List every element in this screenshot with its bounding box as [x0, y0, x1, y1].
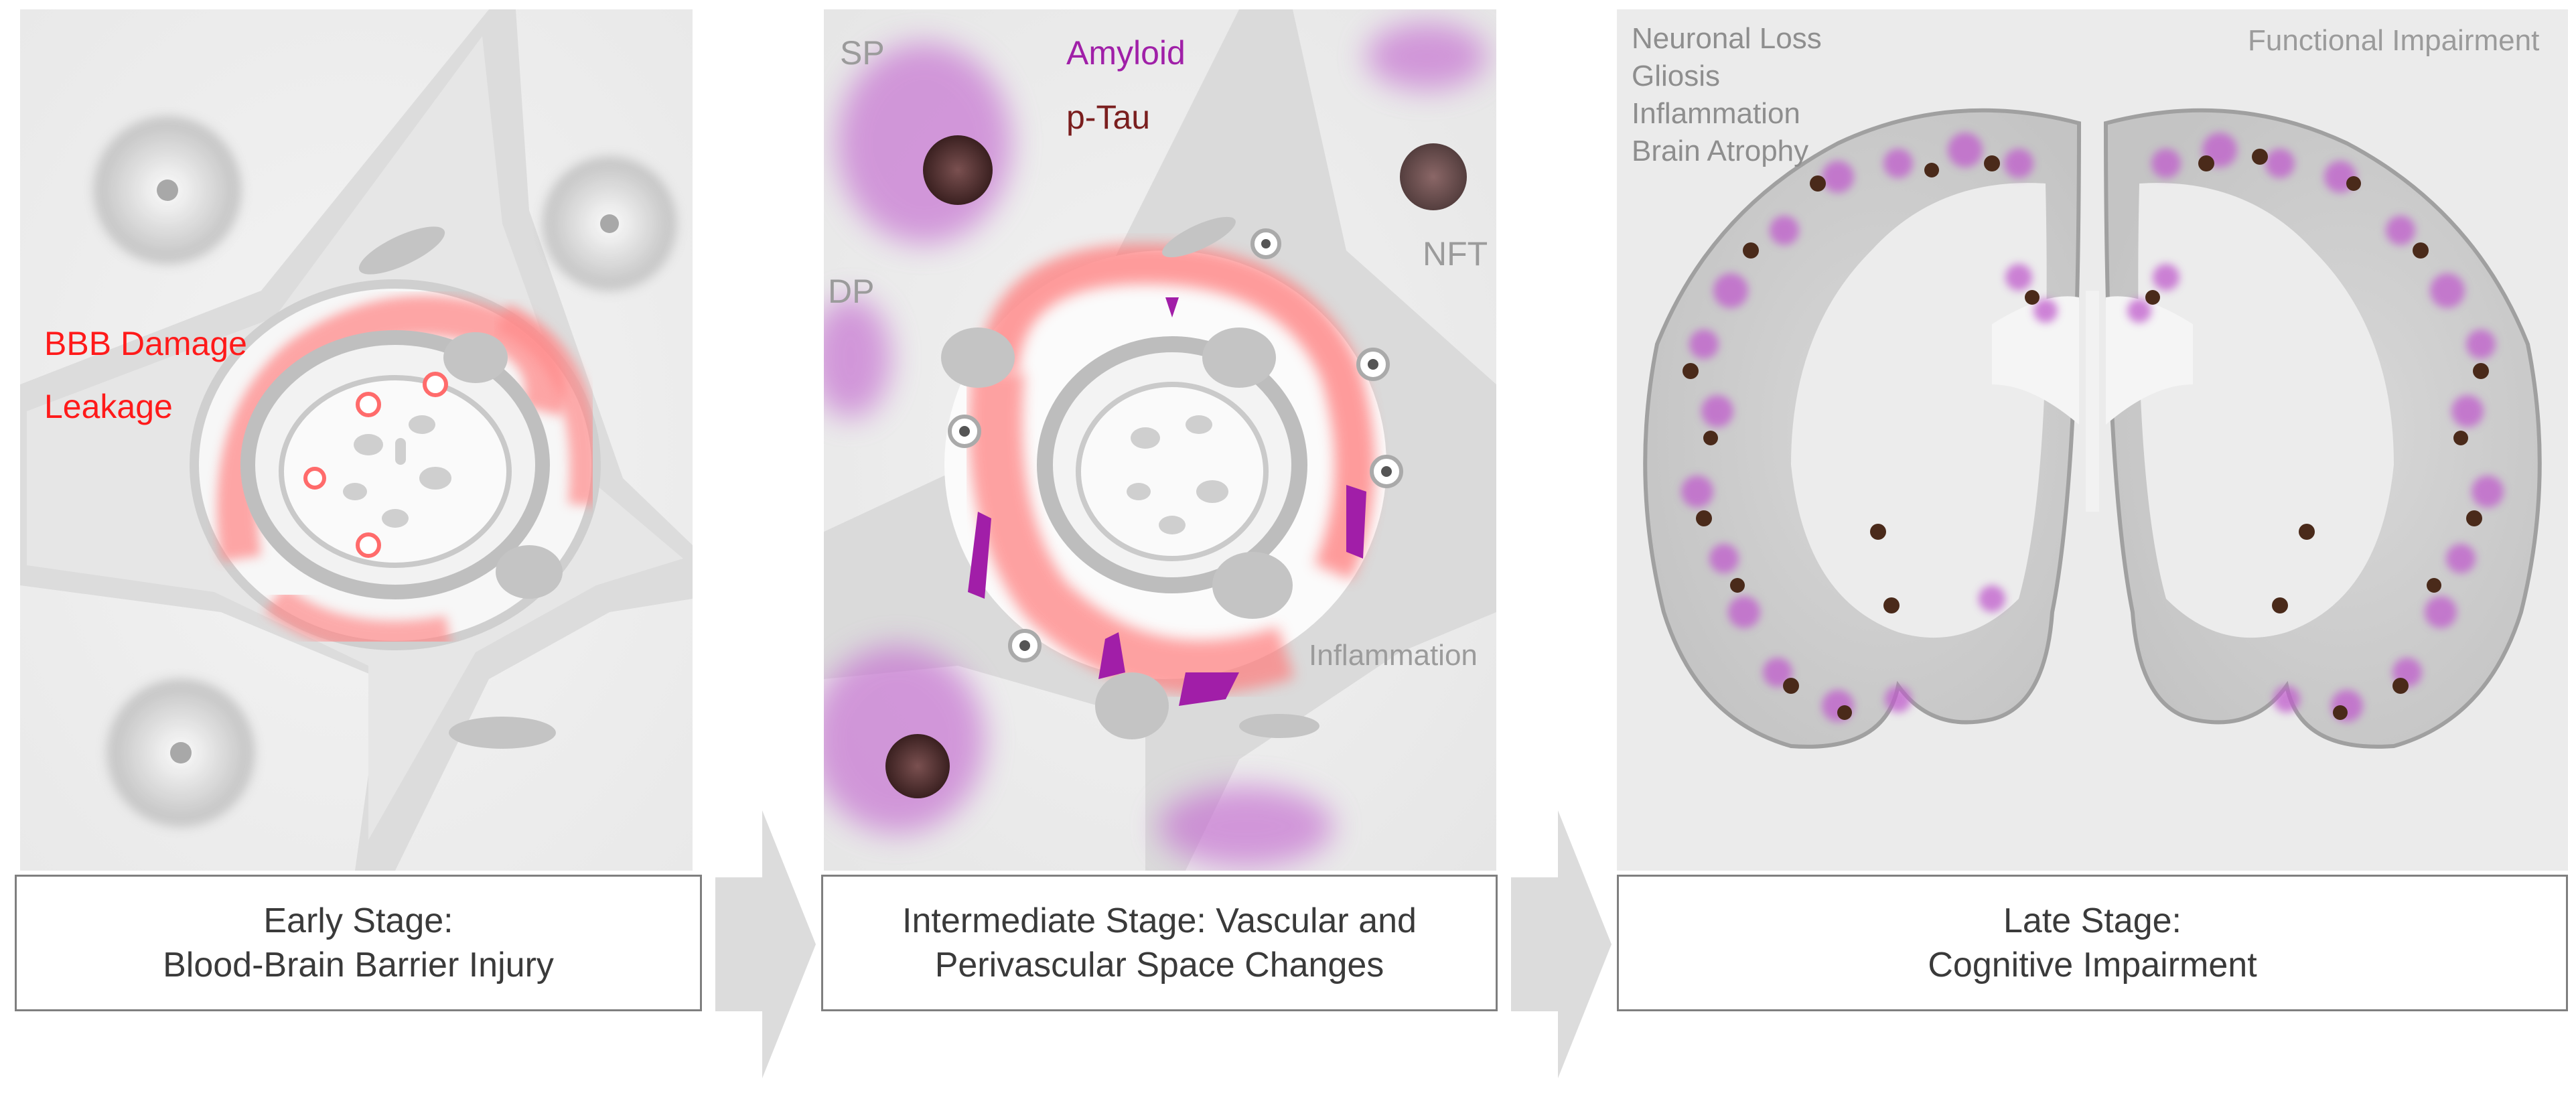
ptau-label: p-Tau [1066, 98, 1151, 136]
intermediate-stage-caption: Intermediate Stage: Vascular and Perivas… [821, 875, 1498, 1011]
early-stage-caption-line1: Early Stage: [263, 901, 453, 940]
nft-label: NFT [1423, 235, 1488, 273]
intermediate-stage-caption-line2: Perivascular Space Changes [934, 946, 1384, 985]
sp-label: SP [840, 34, 885, 72]
finding-brain-atrophy: Brain Atrophy [1632, 135, 1809, 167]
inflammation-label: Inflammation [1309, 639, 1478, 672]
finding-gliosis: Gliosis [1632, 60, 1721, 92]
early-stage-illustration [20, 9, 693, 871]
progression-arrow-1 [715, 810, 816, 1078]
late-stage-caption-line2: Cognitive Impairment [1928, 946, 2257, 985]
bbb-damage-label: BBB Damage [44, 325, 247, 362]
finding-neuronal-loss: Neuronal Loss [1632, 22, 1822, 55]
intermediate-stage-illustration [824, 9, 1496, 871]
leakage-label: Leakage [44, 388, 173, 425]
functional-impairment-label: Functional Impairment [2248, 24, 2540, 57]
amyloid-label: Amyloid [1066, 34, 1186, 72]
late-stage-caption: Late Stage: Cognitive Impairment [1617, 875, 2568, 1011]
late-stage-findings-list: Neuronal Loss Gliosis Inflammation Brain… [1632, 20, 1822, 170]
late-stage-caption-line1: Late Stage: [2003, 901, 2181, 940]
dp-label: DP [828, 273, 875, 310]
early-stage-caption-line2: Blood-Brain Barrier Injury [163, 946, 554, 985]
finding-inflammation: Inflammation [1632, 97, 1800, 130]
late-stage-brain-section [1617, 9, 2568, 871]
early-stage-caption: Early Stage: Blood-Brain Barrier Injury [15, 875, 702, 1011]
intermediate-stage-caption-line1: Intermediate Stage: Vascular and [902, 901, 1417, 940]
progression-arrow-2 [1511, 810, 1612, 1078]
